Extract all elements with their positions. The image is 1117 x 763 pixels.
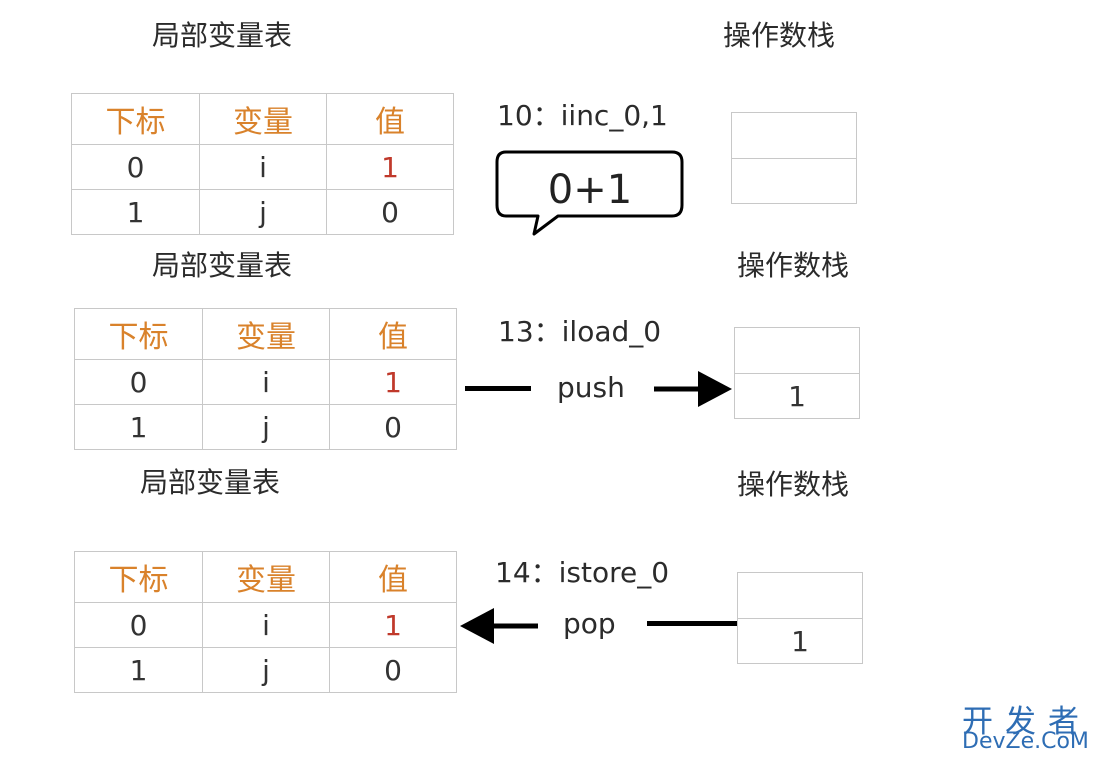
- cell-value: 0: [329, 404, 457, 450]
- instruction-label: 10：iinc_0,1: [497, 99, 668, 132]
- pop-label: pop: [563, 607, 616, 640]
- arrow-left-icon: [460, 608, 538, 644]
- callout-expression: 0+1: [547, 167, 633, 213]
- local-variable-table-title: 局部变量表: [140, 466, 281, 499]
- instruction-label: 13：iload_0: [498, 315, 662, 348]
- cell-variable: i: [199, 144, 327, 190]
- operand-stack: [731, 112, 857, 204]
- cell-index: 1: [74, 647, 203, 693]
- header-index: 下标: [71, 93, 200, 145]
- header-index: 下标: [74, 551, 203, 603]
- cell-index: 0: [74, 359, 203, 405]
- stack-slot: [735, 328, 859, 373]
- instruction-label: 14：istore_0: [495, 556, 670, 589]
- cell-variable: j: [202, 404, 330, 450]
- local-variable-table: 下标 变量 值 0 i 1 1 j 0: [74, 551, 457, 693]
- cell-variable: j: [199, 189, 327, 235]
- cell-value: 0: [326, 189, 454, 235]
- operand-stack: 1: [737, 572, 863, 664]
- table-row: 1 j 0: [74, 647, 457, 693]
- cell-value: 1: [329, 359, 457, 405]
- operand-stack-title: 操作数栈: [737, 249, 850, 282]
- table-row: 1 j 0: [71, 189, 454, 235]
- cell-value: 1: [329, 602, 457, 648]
- cell-value: 1: [326, 144, 454, 190]
- header-value: 值: [329, 551, 457, 603]
- cell-value: 0: [329, 647, 457, 693]
- watermark-logo-cn: 开发者: [962, 704, 1091, 740]
- stack-slot: 1: [738, 618, 862, 663]
- cell-index: 1: [74, 404, 203, 450]
- cell-variable: j: [202, 647, 330, 693]
- table-row: 0 i 1: [74, 602, 457, 648]
- table-row: 0 i 1: [71, 144, 454, 190]
- cell-variable: i: [202, 359, 330, 405]
- header-variable: 变量: [202, 308, 330, 360]
- operand-stack: 1: [734, 327, 860, 419]
- arrow-tail: [647, 621, 737, 626]
- arrow-right-icon: [654, 371, 732, 407]
- table-row: 0 i 1: [74, 359, 457, 405]
- stack-slot: [732, 113, 856, 158]
- operand-stack-title: 操作数栈: [737, 468, 850, 501]
- header-value: 值: [329, 308, 457, 360]
- local-variable-table-title: 局部变量表: [152, 19, 293, 52]
- stack-slot: [738, 573, 862, 618]
- operand-stack-title: 操作数栈: [723, 19, 836, 52]
- stack-slot: [732, 158, 856, 203]
- header-variable: 变量: [202, 551, 330, 603]
- watermark-logo-en: DevZe.CoM: [962, 729, 1089, 754]
- cell-index: 1: [71, 189, 200, 235]
- push-label: push: [557, 371, 625, 404]
- local-variable-table-title: 局部变量表: [152, 249, 293, 282]
- local-variable-table: 下标 变量 值 0 i 1 1 j 0: [74, 308, 457, 450]
- local-variable-table: 下标 变量 值 0 i 1 1 j 0: [71, 93, 454, 235]
- arrow-tail: [465, 386, 531, 391]
- header-value: 值: [326, 93, 454, 145]
- header-index: 下标: [74, 308, 203, 360]
- cell-index: 0: [74, 602, 203, 648]
- header-variable: 变量: [199, 93, 327, 145]
- stack-slot: 1: [735, 373, 859, 418]
- speech-bubble-icon: [495, 150, 684, 236]
- cell-index: 0: [71, 144, 200, 190]
- cell-variable: i: [202, 602, 330, 648]
- table-row: 1 j 0: [74, 404, 457, 450]
